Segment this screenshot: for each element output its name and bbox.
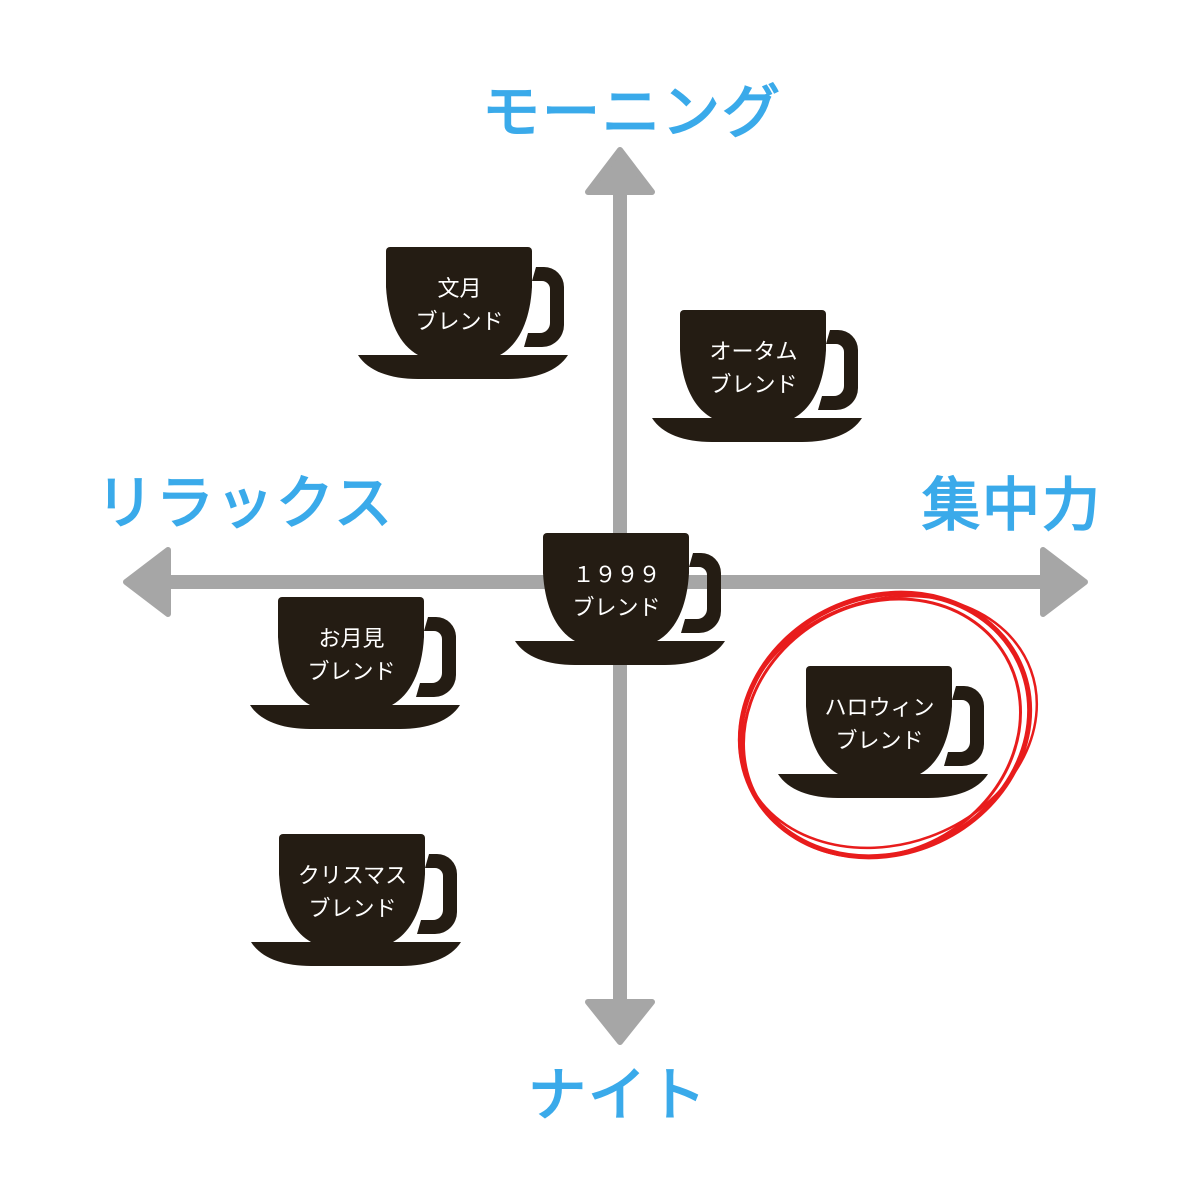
blend-name: クリスマス <box>297 864 408 889</box>
blend-cup: １９９９ ブレンド <box>515 533 725 668</box>
axis-label-bottom: ナイト <box>527 1061 709 1129</box>
blend-suffix: ブレンド <box>709 373 798 398</box>
axis-label-right: 集中力 <box>921 471 1103 539</box>
blend-cup: お月見ブレンド <box>250 597 460 732</box>
coffee-cup-icon <box>778 666 988 798</box>
blend-label: クリスマスブレンド <box>281 860 424 926</box>
coffee-cup-icon <box>251 834 461 966</box>
blend-name: お月見 <box>318 627 385 652</box>
arrow-down-icon <box>585 999 655 1045</box>
blend-label: ハロウィンブレンド <box>808 692 951 758</box>
blend-label: オータムブレンド <box>682 336 825 402</box>
blend-label: お月見ブレンド <box>280 623 423 689</box>
blend-cup-highlighted: ハロウィンブレンド <box>778 666 988 801</box>
blend-suffix: ブレンド <box>835 729 924 754</box>
arrow-left-icon <box>123 547 171 617</box>
blend-name: 文月 <box>437 277 482 302</box>
blend-cup: オータムブレンド <box>652 310 862 445</box>
blend-suffix: ブレンド <box>307 660 396 685</box>
blend-suffix: ブレンド <box>308 897 397 922</box>
coffee-cup-icon <box>250 597 460 729</box>
arrow-right-icon <box>1040 547 1088 617</box>
blend-cup: 文月ブレンド <box>358 247 568 382</box>
blend-cup: クリスマスブレンド <box>251 834 461 969</box>
blend-name: １９９９ <box>572 563 661 588</box>
coffee-cup-icon <box>652 310 862 442</box>
highlight-circle <box>737 590 1039 860</box>
blend-label: 文月ブレンド <box>388 273 531 339</box>
blend-name: オータム <box>709 340 798 365</box>
arrow-up-icon <box>585 147 655 195</box>
coffee-cup-icon <box>515 533 725 665</box>
blend-suffix: ブレンド <box>572 596 661 621</box>
blend-name: ハロウィン <box>824 696 935 721</box>
coffee-cup-icon <box>358 247 568 379</box>
axis-label-top: モーニング <box>481 78 783 146</box>
blend-suffix: ブレンド <box>415 310 504 335</box>
blend-label: １９９９ ブレンド <box>545 559 688 625</box>
axis-label-left: リラックス <box>95 469 395 537</box>
